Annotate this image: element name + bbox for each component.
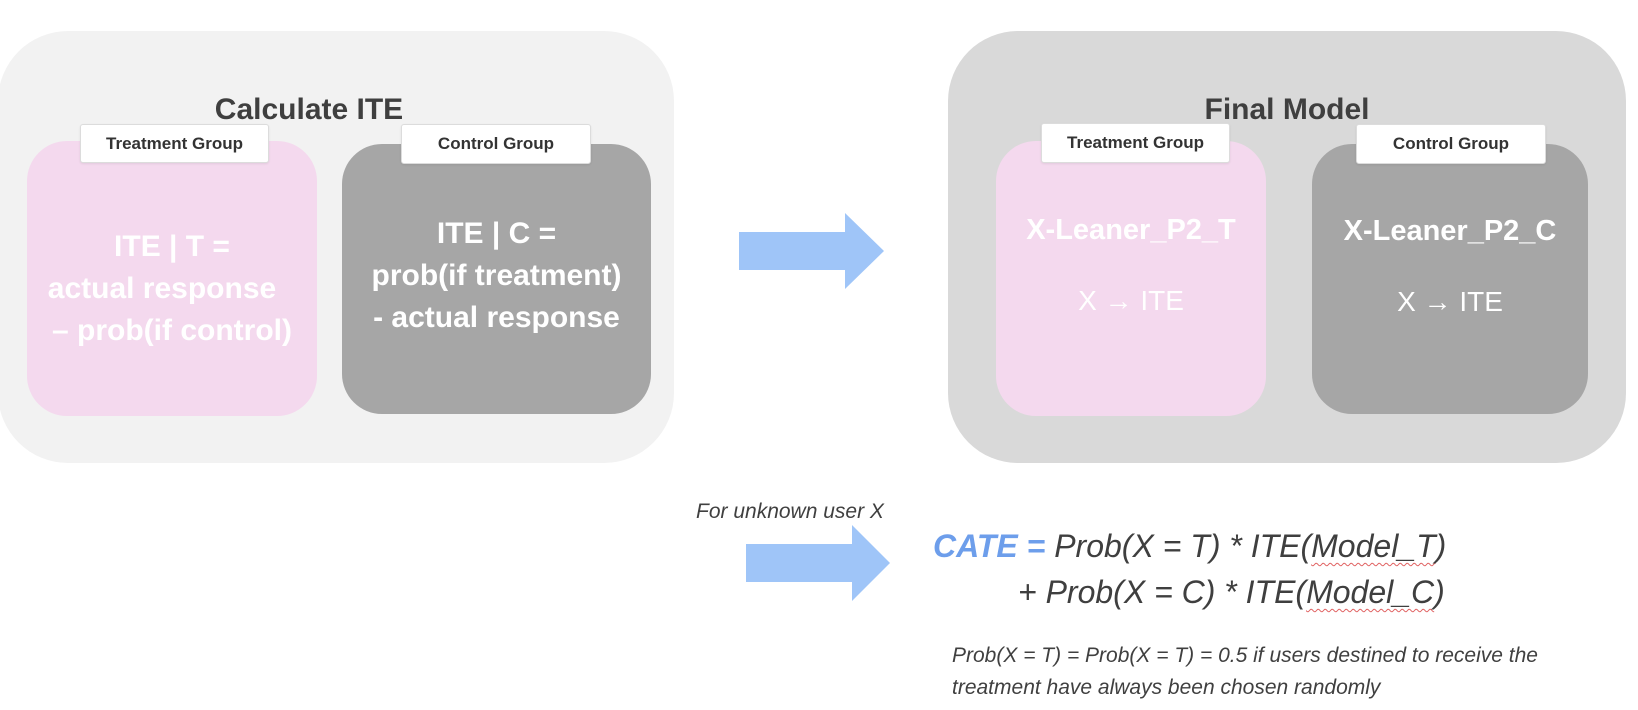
ite-t-line-1: ITE | T = (114, 229, 230, 263)
model-c-box: X-Leaner_P2_C X → ITE (1312, 144, 1588, 414)
model-t-sub: X → ITE (1078, 285, 1184, 316)
model-t-box: X-Leaner_P2_T X → ITE (996, 141, 1266, 416)
ite-t-line-3: – prob(if control) (52, 313, 292, 347)
cate-term-1: Prob(X = T) * ITE( (1045, 528, 1312, 564)
cate-formula-line-2: + Prob(X = C) * ITE(Model_C) (1018, 574, 1445, 611)
ite-c-line-3: - actual response (373, 301, 620, 334)
cate-term-2-close: ) (1434, 574, 1445, 610)
model-c-ref: Model_C (1306, 574, 1435, 610)
cate-term-2: + Prob(X = C) * ITE( (1018, 574, 1307, 610)
model-t-name: X-Leaner_P2_T (1026, 214, 1236, 246)
probability-note: Prob(X = T) = Prob(X = T) = 0.5 if users… (952, 644, 1538, 699)
ite-c-line-2: prob(if treatment) (371, 259, 622, 292)
panel-title-calculate-ite: Calculate ITE (214, 93, 404, 126)
cate-label: CATE = (933, 528, 1046, 564)
treatment-group-tag-left: Treatment Group (80, 124, 269, 163)
cate-term-1-close: ) (1435, 528, 1447, 564)
cate-formula-line-1: CATE = Prob(X = T) * ITE(Model_T) (933, 528, 1446, 565)
ite-treatment-box: ITE | T = actual response – prob(if cont… (27, 141, 317, 416)
right-arrow-icon-bottom (746, 525, 890, 601)
treatment-group-tag-right: Treatment Group (1041, 123, 1230, 163)
model-c-name: X-Leaner_P2_C (1343, 214, 1557, 247)
control-group-tag-right: Control Group (1356, 124, 1546, 164)
right-arrow-icon (739, 213, 884, 289)
model-t-ref: Model_T (1311, 528, 1436, 564)
unknown-user-caption: For unknown user X (696, 500, 884, 523)
panel-title-final-model: Final Model (1204, 93, 1370, 126)
ite-c-line-1: ITE | C = (436, 217, 557, 250)
control-group-tag-left: Control Group (401, 124, 591, 164)
model-c-sub: X → ITE (1397, 285, 1503, 317)
ite-control-box: ITE | C = prob(if treatment) - actual re… (342, 144, 651, 414)
ite-t-line-2: actual response (47, 271, 277, 305)
